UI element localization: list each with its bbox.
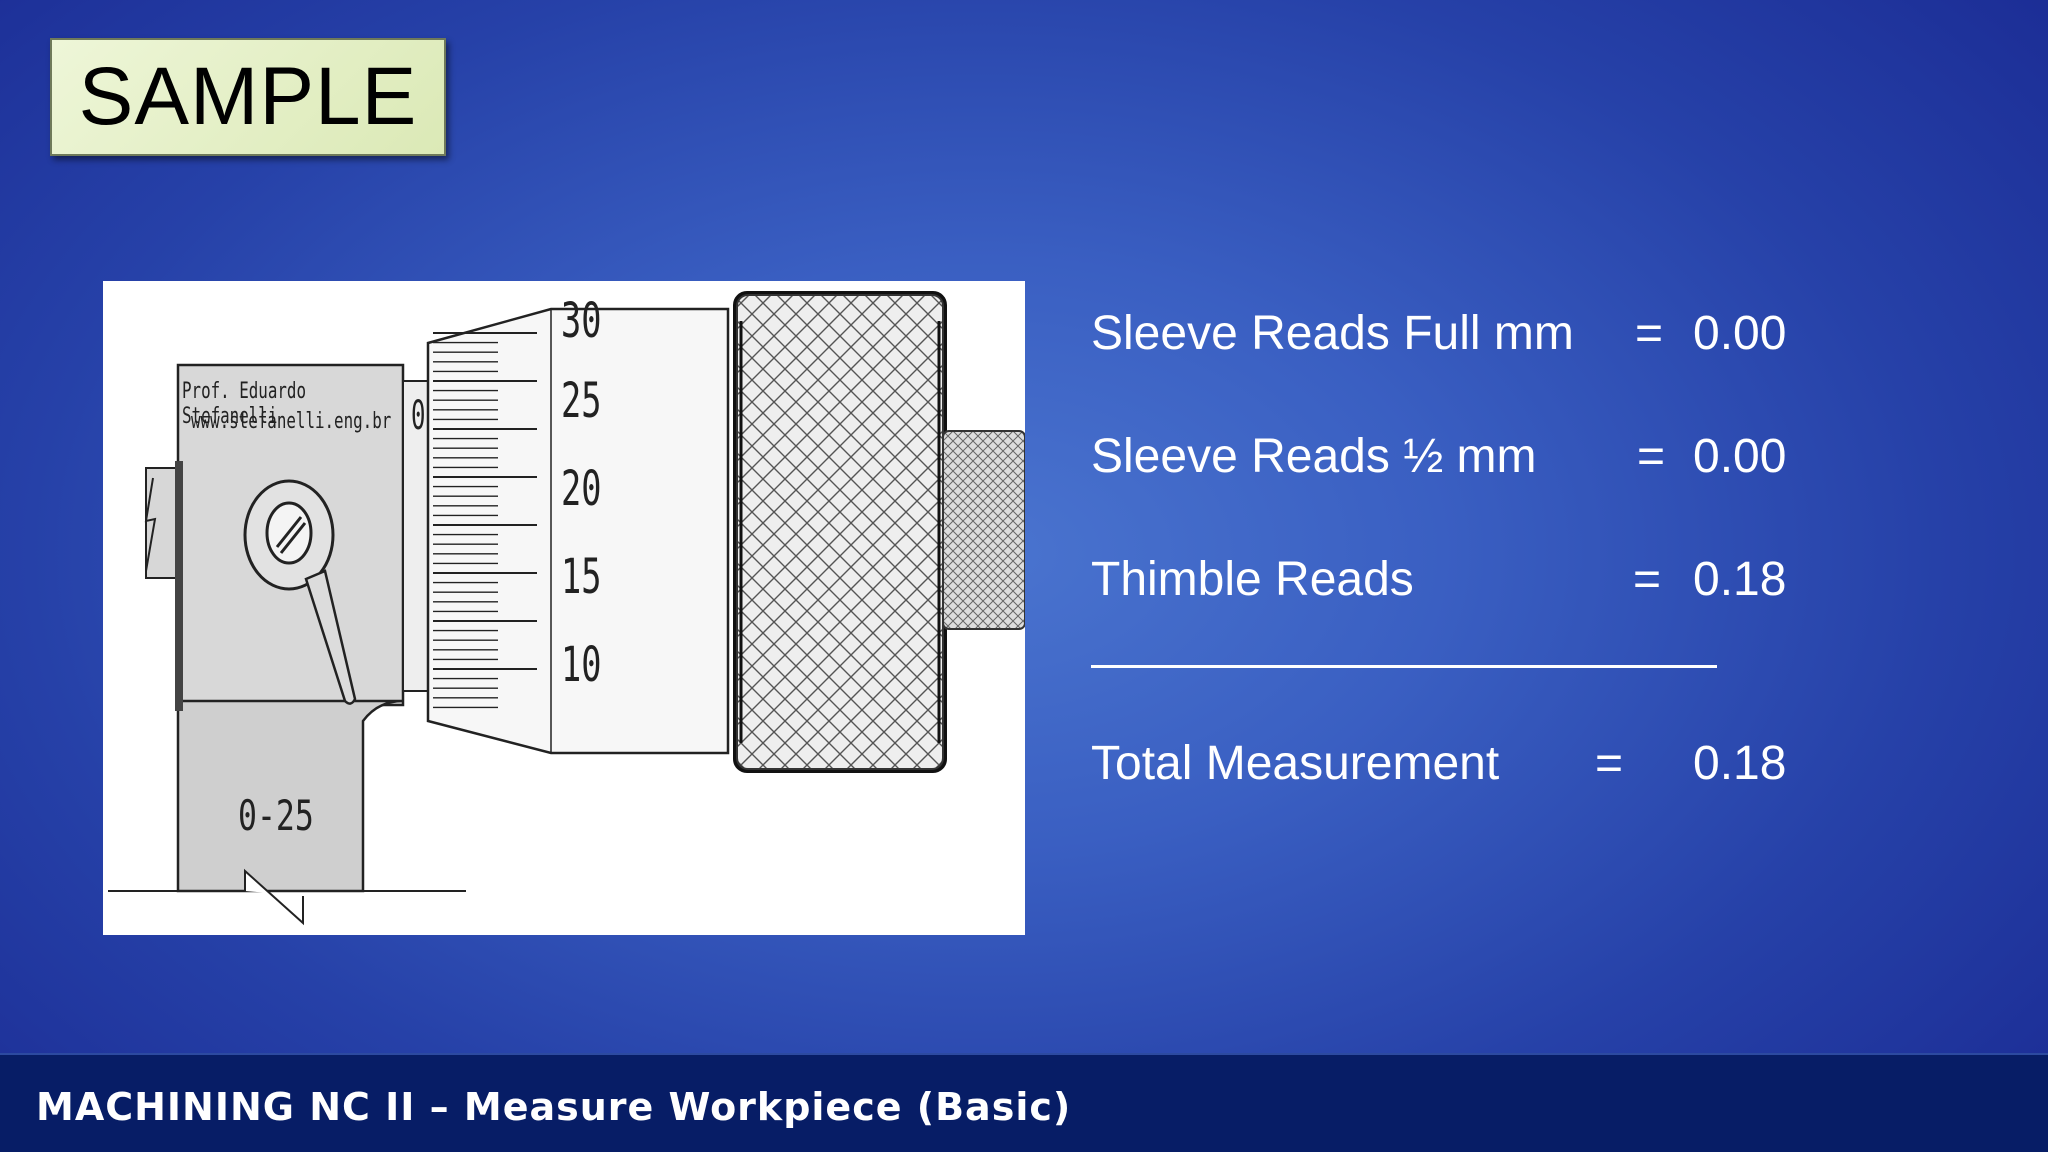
micrometer-drawing bbox=[108, 291, 1025, 926]
micrometer-frame bbox=[108, 363, 466, 926]
credit-name: Prof. Eduardo Stefanelli bbox=[182, 379, 306, 429]
footer-bar: MACHINING NC II – Measure Workpiece (Bas… bbox=[0, 1053, 2048, 1152]
thimble bbox=[426, 307, 730, 755]
thimble-number-30: 30 bbox=[561, 293, 602, 349]
reading-label: Sleeve Reads ½ mm bbox=[1091, 430, 1537, 483]
thimble-scale-ticks bbox=[433, 332, 537, 709]
total-label: Total Measurement bbox=[1091, 737, 1500, 790]
reading-label: Sleeve Reads Full mm bbox=[1091, 307, 1574, 360]
ratchet-stop bbox=[942, 430, 1025, 630]
sample-badge: SAMPLE bbox=[50, 38, 446, 156]
anvil bbox=[144, 467, 181, 579]
lock-nut bbox=[243, 479, 357, 705]
sample-badge-text: SAMPLE bbox=[78, 51, 418, 142]
reading-value: 0.18 bbox=[1693, 553, 1787, 606]
thimble-number-10: 10 bbox=[561, 637, 602, 693]
sleeve-partial-number: 0 bbox=[411, 393, 426, 439]
reading-equals: = bbox=[1635, 307, 1664, 360]
micrometer-figure: Prof. Eduardo Stefanelli www.stefanelli.… bbox=[103, 281, 1025, 935]
knurled-barrel bbox=[733, 291, 947, 773]
range-label: 0-25 bbox=[238, 791, 314, 840]
reading-equals: = bbox=[1637, 430, 1666, 483]
total-value: 0.18 bbox=[1693, 737, 1787, 790]
reading-equals: = bbox=[1633, 553, 1662, 606]
reading-value: 0.00 bbox=[1693, 430, 1787, 483]
credit-url: www.stefanelli.eng.br bbox=[191, 409, 392, 434]
thimble-number-25: 25 bbox=[561, 373, 602, 429]
reading-value: 0.00 bbox=[1693, 307, 1787, 360]
thimble-number-15: 15 bbox=[561, 549, 602, 605]
total-equals: = bbox=[1595, 737, 1624, 790]
footer-title: MACHINING NC II – Measure Workpiece (Bas… bbox=[36, 1085, 1072, 1129]
reading-label: Thimble Reads bbox=[1091, 553, 1414, 606]
thimble-number-20: 20 bbox=[561, 461, 602, 517]
sum-divider bbox=[1091, 665, 1717, 668]
